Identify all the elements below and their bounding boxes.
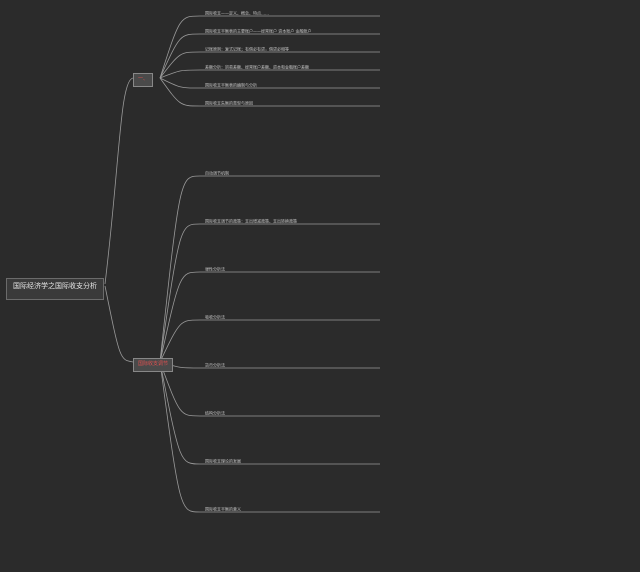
- branch-node-2[interactable]: 国际收支调节: [133, 358, 174, 372]
- branch-1-child-1: 国际收支——定义、概念、特点……: [205, 10, 269, 16]
- branch-1-child-6: 国际收支失衡的类型与原因: [205, 100, 253, 106]
- branch-label-1: 一、: [138, 76, 149, 82]
- branch-1-child-4: 差额分析：贸易差额、经常账户差额、资本和金融账户差额: [205, 64, 309, 70]
- branch-2-child-8: 国际收支平衡的意义: [205, 506, 241, 512]
- branch-2-child-7: 国际收支理论的发展: [205, 458, 241, 464]
- root-node[interactable]: 国际经济学之国际收支分析: [6, 278, 104, 300]
- branch-2-child-6: 结构分析法: [205, 410, 225, 416]
- branch-2-child-1: 自动调节机制: [205, 170, 229, 176]
- branch-1-child-2: 国际收支平衡表的主要账户——经常账户 资本账户 金融账户: [205, 28, 312, 34]
- branch-label-2: 国际收支调节: [138, 361, 169, 367]
- branch-2-child-2: 国际收支调节的政策：支出增减政策、支出转换政策: [205, 218, 297, 224]
- branch-1-child-5: 国际收支平衡表的编制与分析: [205, 82, 257, 88]
- branch-2-child-3: 弹性分析法: [205, 266, 225, 272]
- branch-1-child-3: 记账原则：复式记账；有借必有贷，借贷必相等: [205, 46, 289, 52]
- root-title: 国际经济学之国际收支分析: [13, 282, 97, 290]
- branch-node-1[interactable]: 一、: [133, 73, 154, 87]
- branch-2-child-5: 货币分析法: [205, 362, 225, 368]
- branch-2-child-4: 吸收分析法: [205, 314, 225, 320]
